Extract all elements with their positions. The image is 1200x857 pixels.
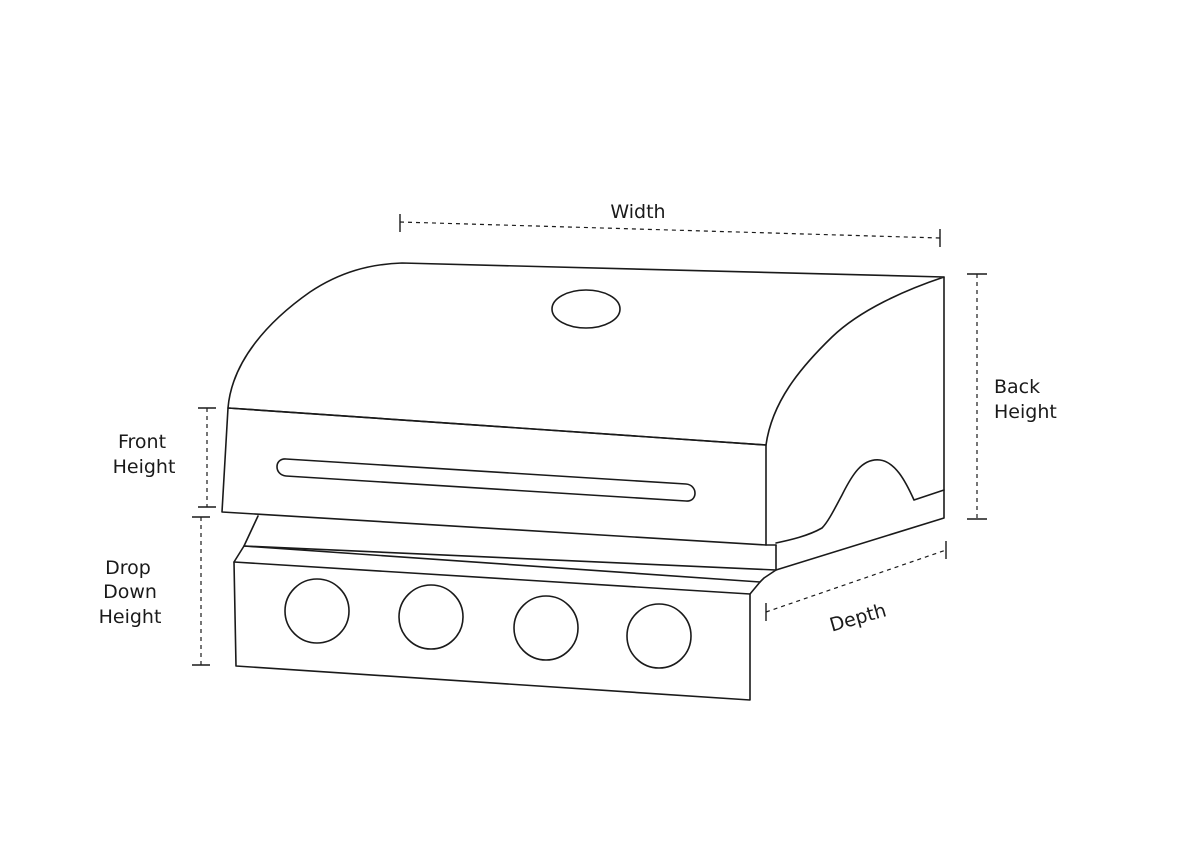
dimension-front-height xyxy=(198,407,216,508)
dimension-depth xyxy=(765,541,947,621)
back-height-label-line2: Height xyxy=(994,401,1057,423)
control-panel-top xyxy=(243,515,777,583)
knob-1 xyxy=(284,578,350,644)
dimension-back-height xyxy=(967,273,987,520)
lid-right-side xyxy=(775,276,945,544)
drop-down-height-label-line3: Height xyxy=(99,606,162,628)
depth-label: Depth xyxy=(827,599,889,636)
drop-down-height-label-line1: Drop xyxy=(105,557,151,579)
lid-top-handle xyxy=(551,289,621,329)
knob-3 xyxy=(513,595,579,661)
control-panel-front xyxy=(233,545,761,701)
side-ledge xyxy=(775,489,945,571)
lid-front-handle xyxy=(276,458,696,502)
width-label: Width xyxy=(610,201,665,223)
drop-down-height-label-line2: Down xyxy=(103,581,157,603)
front-height-label-line1: Front xyxy=(118,431,166,453)
grill-illustration xyxy=(221,262,945,701)
front-height-label-line2: Height xyxy=(113,456,176,478)
dimension-width xyxy=(399,214,941,247)
back-height-label-line1: Back xyxy=(994,376,1040,398)
knob-4 xyxy=(626,603,692,669)
knob-2 xyxy=(398,584,464,650)
dimension-drop-down-height xyxy=(192,516,210,666)
control-panel-edge xyxy=(233,561,751,595)
